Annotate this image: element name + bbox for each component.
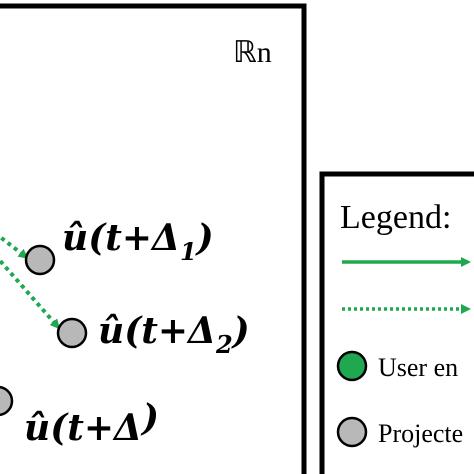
point-1-hat: û [62,217,88,259]
point-2-close: ) [231,310,250,352]
space-frame [0,3,307,474]
point-2-hat: û [98,310,124,352]
point-2-sub: 2 [215,330,233,359]
legend-title: Legend: [340,199,451,236]
legend-user-dot [336,350,368,382]
point-3-arg: (t+Δ [50,407,142,449]
legend-user-label: User en [378,353,458,382]
point-2-label: û(t+Δ2) [98,310,250,359]
point-1-arg: (t+Δ [88,217,180,259]
point-1-close: ) [195,217,214,259]
point-3-close: ) [140,397,159,439]
legend-projected-label: Projecte [378,419,463,448]
legend-projected-dot [336,416,368,448]
dotted-arrow-to-point-1 [0,234,29,259]
space-label: ℝn [233,36,272,69]
projected-point-3 [0,385,14,417]
projected-point-1 [24,244,56,276]
point-1-sub: 1 [180,237,197,266]
point-3-hat: û [24,407,50,449]
space-label-symbol: ℝn [233,36,272,69]
point-3-label: û(t+Δ) [24,397,159,449]
point-1-label: û(t+Δ1) [62,217,214,266]
projected-point-2 [56,317,88,349]
point-2-arg: (t+Δ [124,310,216,352]
